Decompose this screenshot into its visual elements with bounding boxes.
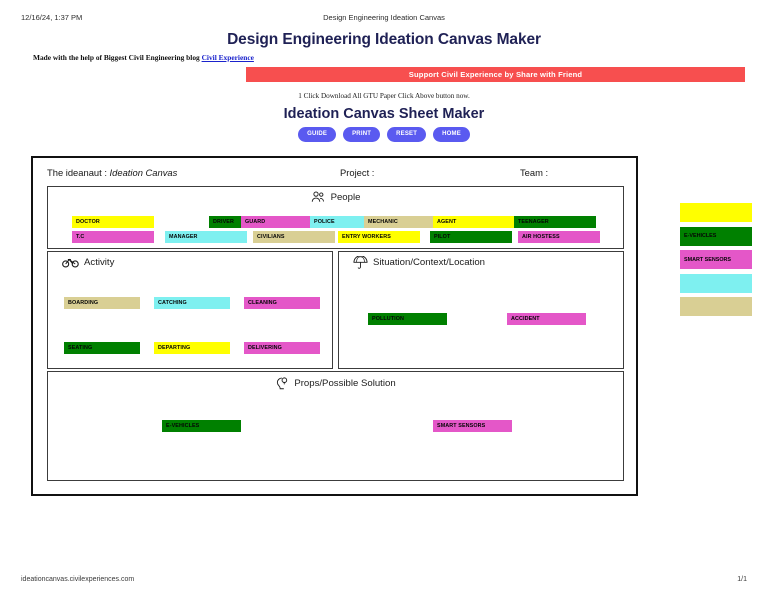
palette-swatch-cyan[interactable] [680,273,752,293]
section-situation-label: Situation/Context/Location [373,257,486,268]
credit-line: Made with the help of Biggest Civil Engi… [33,53,254,62]
palette-swatch-tan[interactable] [680,297,752,316]
section-activity: Activity BOARDING CATCHING CLEANING SEATING… [47,251,333,369]
sticky-tag[interactable]: DELIVERING [244,342,320,354]
toolbar: GUIDE PRINT RESET HOME [0,127,768,142]
footer-page: 1/1 [737,576,747,583]
canvas-header: The ideanaut : Ideation Canvas Project :… [33,158,636,186]
home-button[interactable]: HOME [433,127,470,142]
print-date: 12/16/24, 1:37 PM [21,13,83,22]
sticky-tag[interactable]: GUARD [241,216,323,228]
ideanaut-label: The ideanaut : [47,166,110,178]
download-note: 1 Click Download All GTU Paper Click Abo… [298,92,470,100]
umbrella-icon [353,255,368,269]
sticky-tag[interactable]: E-VEHICLES [162,420,241,432]
sticky-tag[interactable]: POLLUTION [368,313,447,325]
footer-url: ideationcanvas.civilexperiences.com [21,576,135,583]
sticky-tag[interactable]: CATCHING [154,297,230,309]
section-props-title: Props/Possible Solution [48,372,623,390]
section-activity-label: Activity [84,256,115,268]
section-props-label: Props/Possible Solution [294,377,396,389]
print-doc-title: Design Engineering Ideation Canvas [323,13,445,22]
credit-text: Made with the help of Biggest Civil Engi… [33,53,202,62]
sticky-tag[interactable]: MECHANIC [364,216,446,228]
section-props: Props/Possible Solution E-VEHICLES SMART … [47,371,624,481]
sticky-tag[interactable]: ENTRY WORKERS [338,231,420,243]
support-banner[interactable]: Support Civil Experience by Share with F… [246,67,745,82]
reset-button[interactable]: RESET [387,127,427,142]
sticky-tag[interactable]: SMART SENSORS [433,420,512,432]
ideanaut-value: Ideation Canvas [109,166,178,178]
sticky-tag[interactable]: DOCTOR [72,216,154,228]
sticky-tag[interactable]: BOARDING [64,297,140,309]
section-people-title: People [48,187,623,203]
civil-experience-link[interactable]: Civil Experience [201,53,254,62]
sticky-tag[interactable]: MANAGER [165,231,247,243]
sticky-tag[interactable]: AGENT [433,216,515,228]
project-field[interactable]: Project : [340,166,375,178]
people-icon [311,191,326,203]
sticky-tag[interactable]: CIVILIANS [253,231,335,243]
sheet-title: Ideation Canvas Sheet Maker [283,106,485,122]
section-situation-title: Situation/Context/Location [339,252,623,269]
page-title: Design Engineering Ideation Canvas Maker [227,31,541,48]
sticky-tag[interactable]: ACCIDENT [507,313,586,325]
sticky-tag[interactable]: DEPARTING [154,342,230,354]
sticky-tag[interactable]: AIR HOSTESS [518,231,600,243]
sticky-tag[interactable]: TEENAGER [514,216,596,228]
palette-swatch-green[interactable]: E-VEHICLES [680,226,752,246]
sticky-tag[interactable]: T.C [72,231,154,243]
section-activity-title: Activity [48,252,332,268]
sticky-tag[interactable]: PILOT [430,231,512,243]
idea-head-icon [275,376,289,390]
guide-button[interactable]: GUIDE [298,127,337,142]
ideanaut-field[interactable]: The ideanaut : Ideation Canvas [47,167,177,178]
sticky-tag[interactable]: CLEANING [244,297,320,309]
team-field[interactable]: Team : [520,166,549,178]
sticky-tag[interactable]: SEATING [64,342,140,354]
palette-swatch-yellow[interactable] [680,203,752,222]
palette-swatch-magenta[interactable]: SMART SENSORS [680,250,752,269]
ideation-canvas: The ideanaut : Ideation Canvas Project :… [31,156,638,496]
section-situation: Situation/Context/Location POLLUTION ACCI… [338,251,624,369]
bicycle-icon [62,256,79,268]
print-button[interactable]: PRINT [343,127,381,142]
section-people-label: People [330,191,361,203]
sticky-note-palette: E-VEHICLES SMART SENSORS [680,203,752,321]
